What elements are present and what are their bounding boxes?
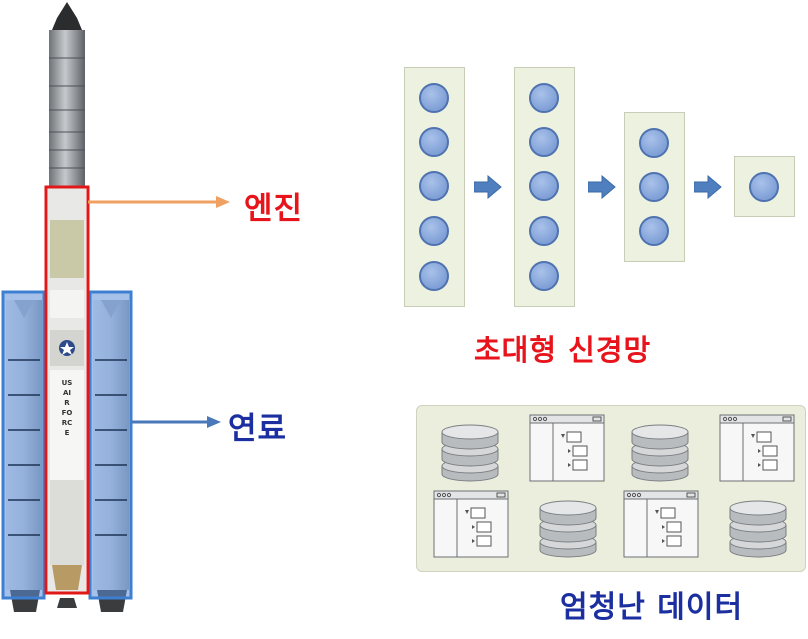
rocket-illustration bbox=[1, 2, 133, 612]
database-icon bbox=[729, 500, 787, 558]
network-label: 초대형 신경망 bbox=[474, 333, 652, 367]
folder-window-icon bbox=[529, 414, 605, 482]
database-icon bbox=[441, 424, 499, 482]
neuron bbox=[639, 128, 669, 158]
network-layer-3 bbox=[624, 112, 685, 262]
database-icon bbox=[539, 500, 597, 558]
neuron bbox=[639, 216, 669, 246]
neuron bbox=[529, 216, 559, 246]
neuron bbox=[639, 172, 669, 202]
neuron bbox=[419, 171, 449, 201]
network-layer-4 bbox=[734, 156, 795, 217]
folder-window-icon bbox=[623, 490, 699, 558]
neuron bbox=[419, 261, 449, 291]
database-icon bbox=[631, 424, 689, 482]
neuron bbox=[419, 83, 449, 113]
neuron bbox=[749, 172, 779, 202]
folder-window-icon bbox=[719, 414, 795, 482]
network-layer-2 bbox=[514, 67, 575, 307]
neuron bbox=[419, 216, 449, 246]
network-layer-1 bbox=[404, 67, 465, 307]
folder-window-icon bbox=[433, 490, 509, 558]
rocket-body-text: US AIR FORCE bbox=[61, 379, 73, 437]
engine-label: 엔진 bbox=[244, 191, 304, 227]
fuel-pointer-arrow bbox=[131, 416, 221, 428]
engine-pointer-arrow bbox=[88, 196, 230, 208]
right-arrow-icon bbox=[474, 175, 502, 199]
neuron bbox=[529, 261, 559, 291]
right-arrow-icon bbox=[694, 175, 722, 199]
neuron bbox=[529, 83, 559, 113]
neuron bbox=[529, 171, 559, 201]
data-panel bbox=[416, 405, 806, 572]
neuron bbox=[529, 127, 559, 157]
data-label: 엄청난 데이터 bbox=[560, 590, 744, 625]
fuel-label: 연료 bbox=[228, 411, 288, 447]
right-arrow-icon bbox=[588, 175, 616, 199]
neuron bbox=[419, 127, 449, 157]
